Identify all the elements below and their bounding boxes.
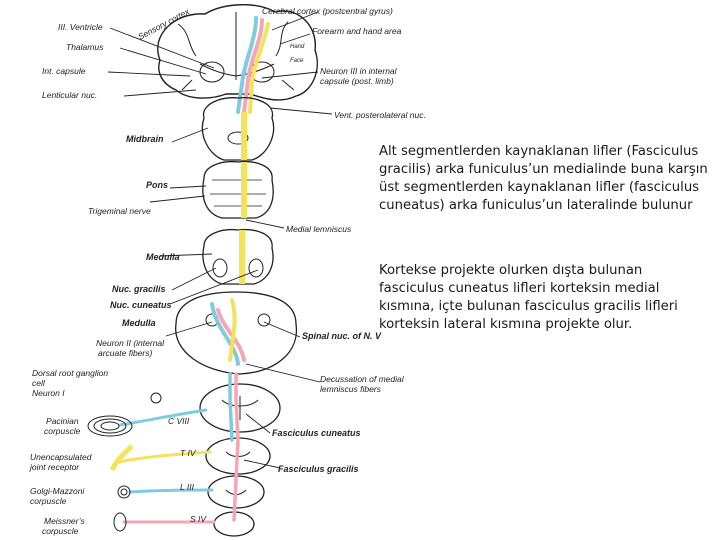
description-paragraph-2: Kortekse projekte olurken dışta bulunan … (379, 263, 678, 332)
label-nuc-cuneatus: Nuc. cuneatus (110, 300, 172, 310)
label-drg-3: Neuron I (32, 388, 65, 398)
label-decussation-1: Decussation of medial (320, 374, 405, 384)
dorsal-column-fibers (228, 372, 240, 522)
diagram-labels: Sensory cortex Cerebral cortex (postcent… (29, 6, 426, 536)
cortex-pathways (236, 16, 270, 114)
golgi-mazzoni-corpuscle-icon (117, 485, 131, 499)
label-neuron-ii: Neuron II (internal (96, 338, 165, 348)
spinal-section-c8 (199, 383, 281, 433)
meissner-corpuscle-icon (113, 512, 127, 532)
label-pons: Pons (146, 180, 168, 190)
label-t4: T IV (180, 448, 197, 458)
label-unencap-1: Unencapsulated (30, 452, 92, 462)
label-decussation-2: lemniscus fibers (320, 384, 382, 394)
label-lenticular: Lenticular nuc. (42, 90, 97, 100)
label-nuc-gracilis: Nuc. gracilis (112, 284, 166, 294)
label-thalamus: Thalamus (66, 42, 104, 52)
label-unencap-2: joint receptor (29, 462, 80, 472)
label-golgi-1: Golgi-Mazzoni (30, 486, 85, 496)
medulla-lower-pathways (210, 298, 246, 366)
label-midbrain: Midbrain (126, 134, 164, 144)
label-medulla-upper: Medulla (146, 252, 180, 262)
label-int-capsule: Int. capsule (42, 66, 86, 76)
label-fasc-cuneatus: Fasciculus cuneatus (272, 428, 361, 438)
label-drg-2: cell (32, 378, 46, 388)
label-medial-lemniscus: Medial lemniscus (286, 224, 352, 234)
label-meissner-1: Meissner’s (44, 516, 86, 526)
label-golgi-2: corpuscle (30, 496, 67, 506)
pacinian-corpuscle-icon (87, 415, 133, 437)
label-l3: L III (180, 482, 195, 492)
label-hand: Hand (290, 44, 305, 50)
medulla-upper-section (202, 228, 274, 285)
joint-receptor-icon (109, 444, 134, 472)
leader-lines (107, 11, 333, 469)
label-pacinian-1: Pacinian (46, 416, 79, 426)
description-paragraph-1: Alt segmentlerden kaynaklanan lifler (Fa… (379, 144, 708, 213)
label-cerebral-cortex: Cerebral cortex (postcentral gyrus) (262, 6, 393, 16)
label-medulla-lower: Medulla (122, 318, 156, 328)
pons-section (202, 160, 274, 219)
label-face: Face (290, 58, 304, 64)
label-neuron-iii-b: capsule (post. limb) (320, 76, 394, 86)
label-pacinian-2: corpuscle (44, 426, 81, 436)
label-forearm-hand: Forearm and hand area (312, 26, 402, 36)
midbrain-section (201, 97, 275, 161)
label-vpl: Vent. posterolateral nuc. (334, 110, 426, 120)
label-sensory-cortex: Sensory cortex (136, 6, 191, 42)
label-fasc-gracilis: Fasciculus gracilis (278, 464, 359, 474)
label-spinal-nuc: Spinal nuc. of N. V (302, 331, 382, 341)
label-drg-1: Dorsal root ganglion (32, 368, 108, 378)
label-c8: C VIII (168, 416, 190, 426)
peripheral-fibers (116, 408, 216, 524)
label-ventricle: III. Ventricle (58, 22, 103, 32)
label-neuron-ii-b: arcuate fibers) (98, 348, 152, 358)
label-trigeminal: Trigeminal nerve (88, 206, 151, 216)
label-neuron-iii: Neuron III in internal (320, 66, 398, 76)
label-meissner-2: corpuscle (42, 526, 79, 536)
label-s4: S IV (190, 514, 207, 524)
dorsal-root-ganglion-icon (150, 392, 162, 404)
